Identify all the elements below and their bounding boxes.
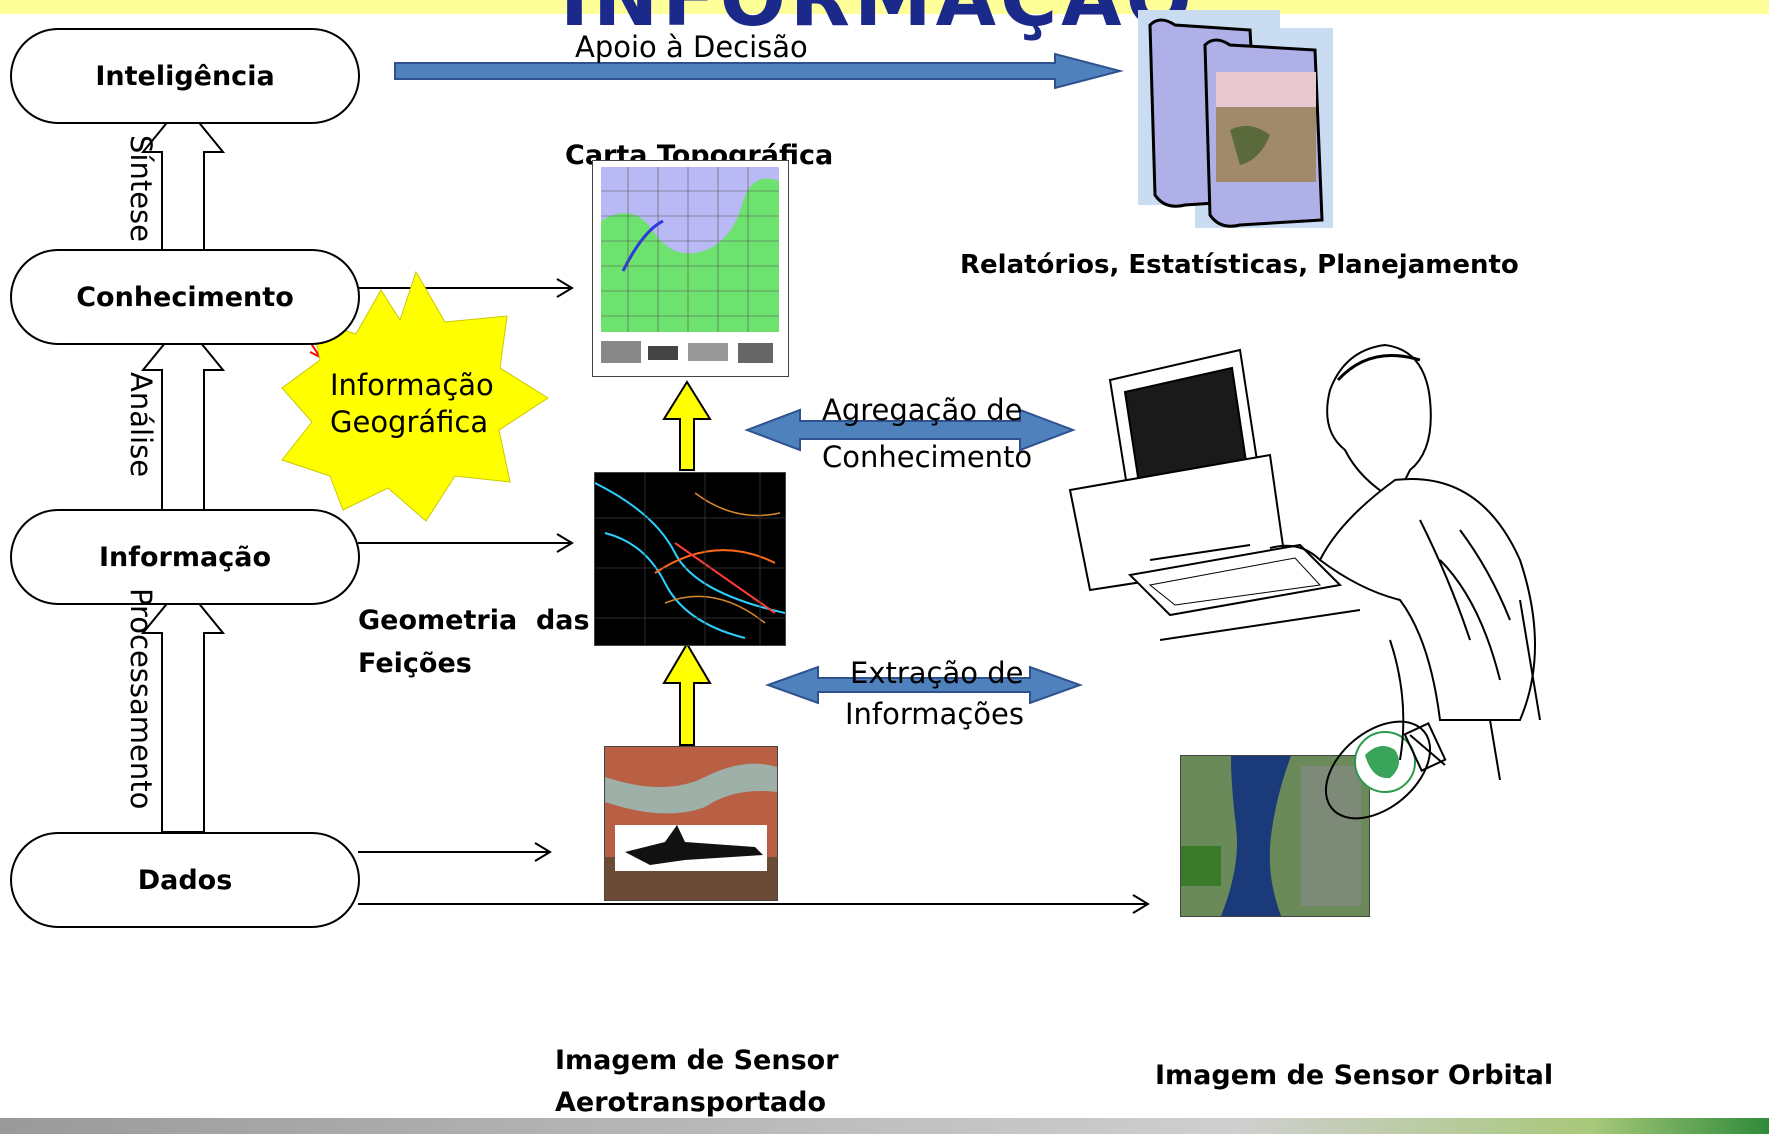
- geometry-label-2: Feições: [358, 648, 472, 679]
- synthesis-arrow: [140, 101, 226, 251]
- decision-support-label: Apoio à Decisão: [575, 30, 808, 64]
- feature-geometry-image: [594, 472, 786, 646]
- page-title: INFORMAÇÃO: [560, 0, 1196, 38]
- node-data: Dados: [10, 832, 360, 928]
- knowledge-aggregation-label-2: Conhecimento: [822, 440, 1033, 474]
- map-up-arrow: [662, 380, 712, 471]
- geo-info-label-2: Geográfica: [330, 405, 489, 439]
- info-extraction-arrow: [765, 665, 1083, 705]
- info-extraction-label-1: Extração de: [850, 656, 1024, 690]
- geometry-label-1: Geometria das: [358, 605, 590, 636]
- analysis-arrow: [140, 319, 226, 511]
- bottom-bar: [0, 1118, 1769, 1134]
- topographic-map-image: [592, 160, 789, 377]
- knowledge-aggregation-arrow: [744, 408, 1076, 452]
- geo-info-label-1: Informação: [330, 368, 494, 402]
- orbital-sensor-image: [1180, 755, 1370, 917]
- airborne-label-2: Aerotransportado: [555, 1087, 827, 1118]
- airborne-sensor-image: [604, 746, 778, 901]
- node-knowledge: Conhecimento: [10, 249, 360, 345]
- processing-arrow: [140, 582, 226, 833]
- node-information: Informação: [10, 509, 360, 605]
- top-band: [0, 0, 1769, 14]
- reports-label: Relatórios, Estatísticas, Planejamento: [960, 250, 1519, 280]
- image-up-arrow: [662, 642, 712, 746]
- airborne-label-1: Imagem de Sensor: [555, 1045, 839, 1076]
- decision-support-arrow: [394, 52, 1124, 90]
- node-intelligence: Inteligência: [10, 28, 360, 124]
- info-extraction-label-2: Informações: [845, 697, 1024, 731]
- orbital-label: Imagem de Sensor Orbital: [1155, 1060, 1554, 1091]
- knowledge-aggregation-label-1: Agregação de: [822, 393, 1023, 427]
